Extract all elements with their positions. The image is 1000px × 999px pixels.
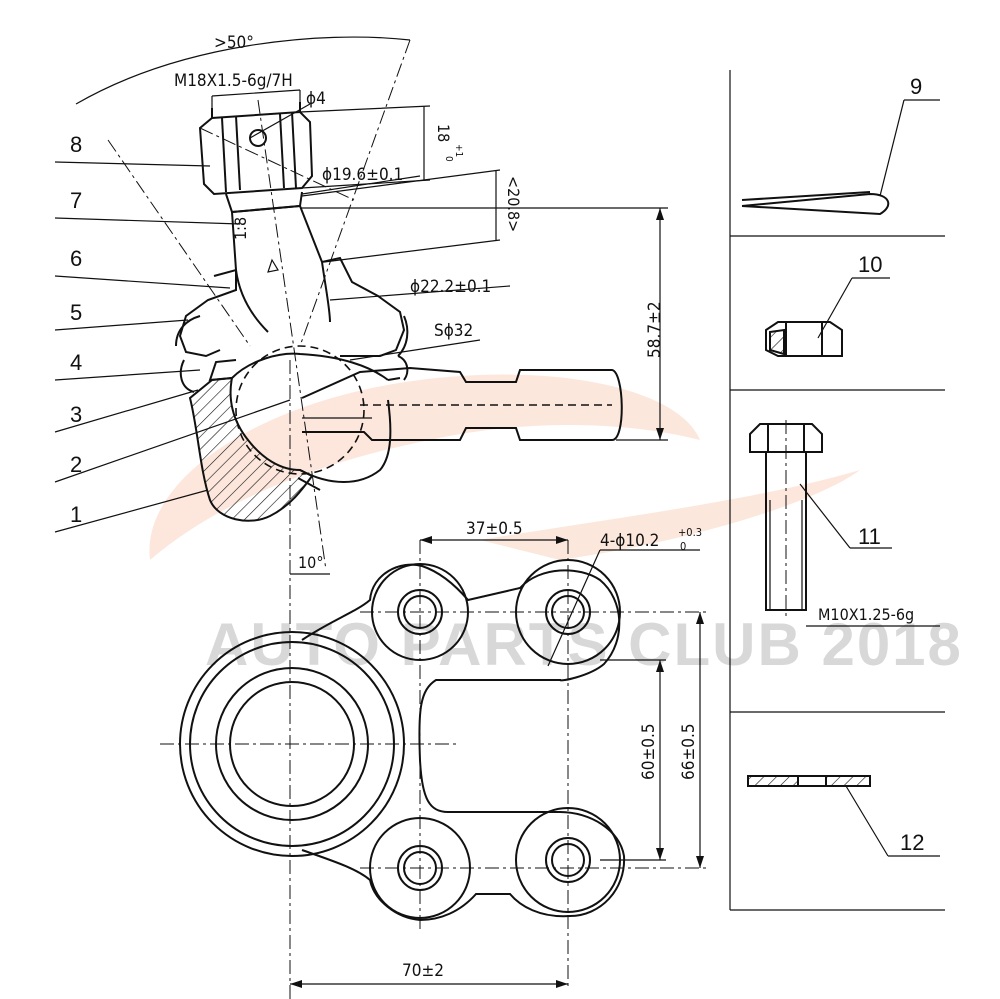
dim-nut-height-tol-upper: +1	[453, 144, 464, 157]
cone-line-right	[299, 39, 411, 347]
dim-bolt-thread: M10X1.25-6g	[818, 605, 914, 624]
dim-hole-spacing-x: 37±0.5	[466, 519, 523, 539]
callout-1: 1	[70, 502, 82, 527]
callout-12: 12	[900, 830, 924, 855]
lock-nut	[765, 277, 890, 357]
tilted-centerline	[257, 99, 327, 571]
callout-8: 8	[70, 132, 82, 157]
dim-holes-tol-upper: +0.3	[678, 526, 702, 539]
dim-overall-x: 70±2	[402, 961, 444, 981]
callout-2: 2	[70, 452, 82, 477]
dim-tilt-angle: 10°	[298, 553, 324, 572]
callout-3: 3	[70, 402, 82, 427]
angle-arc	[75, 36, 411, 105]
callout-9: 9	[910, 74, 922, 99]
plan-view: 37±0.5 4-ϕ10.2 +0.3 0 60±0.5 66±0.5 70±2	[160, 519, 710, 990]
callout-11: 11	[858, 524, 881, 549]
dim-hole-spacing-y2: 66±0.5	[679, 723, 699, 780]
bolt	[749, 420, 940, 627]
callout-4: 4	[70, 350, 82, 375]
callout-6: 6	[70, 246, 82, 271]
dim-shank-dia: ϕ19.6±0.1	[322, 165, 403, 185]
ball-stud	[225, 191, 331, 333]
castle-nut	[198, 102, 314, 196]
brand-swoosh-logo	[149, 374, 860, 560]
dim-boot-dia: ϕ22.2±0.1	[410, 277, 491, 297]
section-view: >50° M18X1.5-6g/7H ϕ4 18 +1 0 ϕ19.6±0.1 …	[75, 33, 668, 999]
dim-angle-cone: >50°	[214, 33, 254, 53]
dim-holes-tol-lower: 0	[680, 540, 686, 553]
dim-hole-dia: ϕ4	[306, 89, 326, 109]
dim-ball-dia: Sϕ32	[434, 321, 473, 341]
dim-hole-spacing-y1: 60±0.5	[639, 723, 659, 780]
callout-10: 10	[858, 252, 882, 277]
parts-panel: 9 10 11 M10X1.25-6g	[729, 70, 945, 911]
control-arm-stub	[301, 366, 623, 441]
callout-7: 7	[70, 188, 82, 213]
dim-ref-length: <20.8>	[504, 176, 523, 232]
callout-5: 5	[70, 300, 82, 325]
centerline-hole	[199, 127, 355, 201]
cotter-pin	[741, 99, 940, 216]
dim-taper: 1:8	[231, 217, 250, 240]
dim-height: 58.7±2	[645, 301, 665, 358]
dim-nut-height: 18	[434, 124, 453, 142]
housing-body	[188, 352, 401, 522]
dim-holes: 4-ϕ10.2	[600, 531, 659, 551]
cone-line-left	[107, 139, 251, 347]
dim-thread: M18X1.5-6g/7H	[174, 71, 293, 91]
callout-leaders	[54, 161, 291, 533]
washer	[747, 775, 940, 857]
dim-nut-height-tol-lower: 0	[443, 156, 454, 162]
